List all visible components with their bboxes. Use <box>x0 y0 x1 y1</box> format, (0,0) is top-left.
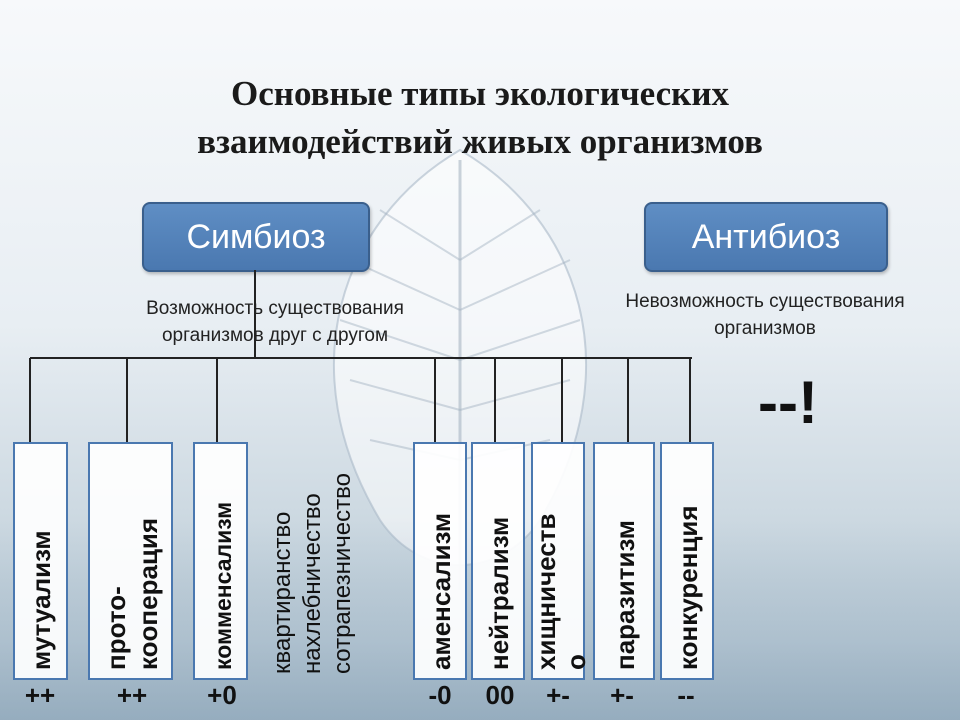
type-box-amensalism: аменсализм <box>413 442 467 680</box>
subtype-nakhlebnichestvo: нахлебничество <box>299 493 326 674</box>
type-box-protocooperation: прото- кооперация <box>88 442 173 680</box>
antibiosis-label: Антибиоз <box>691 217 841 256</box>
commensalism-subtypes: квартиранство нахлебничество сотрапезнич… <box>268 473 358 674</box>
type-label-commensalism: комменсализм <box>210 501 236 670</box>
type-box-neutralism: нейтрализм <box>471 442 525 680</box>
sign-parasitism: +- <box>610 680 634 710</box>
sign-mutualism: ++ <box>24 680 56 710</box>
sign-predation: +- <box>546 680 570 710</box>
type-box-competition: конкуренция <box>660 442 714 680</box>
page-title: Основные типы экологических взаимодейств… <box>0 70 960 166</box>
sign-competition: -- <box>677 680 695 710</box>
type-label-protocooperation: прото- кооперация <box>101 517 163 670</box>
type-label-amensalism: аменсализм <box>426 512 456 670</box>
symbiosis-desc-line-1: Возможность существования <box>146 298 404 319</box>
type-box-parasitism: паразитизм <box>593 442 655 680</box>
type-box-predation: хищничеств о <box>531 442 591 680</box>
sign-commensalism: +0 <box>207 680 237 710</box>
sign-protocooperation: ++ <box>116 680 148 710</box>
type-label-neutralism: нейтрализм <box>484 516 514 670</box>
symbiosis-desc-line-2: организмов друг с другом <box>161 325 389 346</box>
antibiosis-desc-line-2: организмов <box>714 318 816 339</box>
symbiosis-description: Возможность существования организмов дру… <box>90 295 460 349</box>
title-line-1: Основные типы экологических <box>231 74 729 113</box>
type-label-parasitism: паразитизм <box>610 520 640 670</box>
type-label-mutualism: мутуализм <box>26 530 56 670</box>
subtype-sotrapeznichestvo: сотрапезничество <box>329 473 356 674</box>
sign-neutralism: 00 <box>485 680 515 710</box>
antibiosis-box: Антибиоз <box>644 202 888 272</box>
antibiosis-mark: --! <box>758 369 818 436</box>
subtype-kvartiranstvo: квартиранство <box>269 511 296 674</box>
antibiosis-desc-line-1: Невозможность существования <box>625 291 905 312</box>
symbiosis-box: Симбиоз <box>142 202 370 272</box>
type-label-predation: хищничеств о <box>531 513 591 670</box>
type-box-commensalism: комменсализм <box>193 442 248 680</box>
sign-amensalism: -0 <box>428 680 452 710</box>
type-label-competition: конкуренция <box>673 505 703 670</box>
symbiosis-label: Симбиоз <box>186 217 326 256</box>
type-box-mutualism: мутуализм <box>13 442 68 680</box>
title-line-2: взаимодействий живых организмов <box>197 122 763 161</box>
antibiosis-description: Невозможность существования организмов <box>575 288 955 342</box>
